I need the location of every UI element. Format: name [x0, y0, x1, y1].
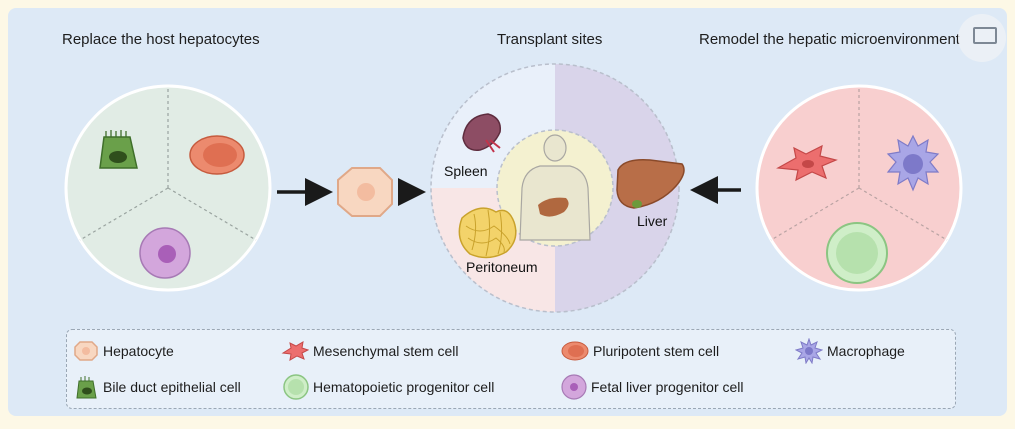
liver-icon — [616, 158, 685, 209]
legend-item-hepatocyte: Hepatocyte — [73, 340, 174, 362]
bile-duct-cell-icon — [99, 130, 138, 169]
body-liver-icon — [538, 197, 569, 217]
macrophage-icon — [795, 338, 823, 364]
hematopoietic-progenitor-icon — [283, 374, 309, 400]
macrophage-icon — [886, 134, 940, 192]
legend-item-mesenchymal: Mesenchymal stem cell — [281, 340, 459, 362]
diagram-canvas: Spleen Liver Peritoneum — [64, 63, 963, 313]
spleen-icon — [462, 113, 501, 153]
hematopoietic-progenitor-icon — [826, 222, 888, 284]
fetal-liver-progenitor-icon — [561, 374, 587, 400]
heading-remodel-microenvironment: Remodel the hepatic microenvironment — [699, 31, 960, 48]
legend-item-pluripotent: Pluripotent stem cell — [561, 340, 719, 362]
remodel-microenvironment-circle — [755, 84, 963, 292]
site-label-peritoneum: Peritoneum — [466, 259, 538, 275]
fetal-liver-progenitor-icon — [139, 227, 191, 279]
hepatocyte-icon — [337, 167, 393, 217]
legend-item-macrophage: Macrophage — [795, 338, 905, 364]
mesenchymal-stem-cell-icon — [281, 341, 309, 361]
peritoneum-icon — [458, 207, 517, 259]
pluripotent-stem-cell-icon — [189, 135, 245, 175]
hepatocyte-icon — [74, 341, 98, 361]
mesenchymal-stem-cell-icon — [776, 144, 838, 182]
expand-frame-icon[interactable] — [958, 14, 1006, 62]
heading-transplant-sites: Transplant sites — [497, 31, 603, 48]
legend-item-hematopoietic: Hematopoietic progenitor cell — [283, 374, 494, 400]
legend-item-fetal-liver: Fetal liver progenitor cell — [561, 374, 744, 400]
pluripotent-stem-cell-icon — [561, 341, 589, 361]
heading-replace-hepatocytes: Replace the host hepatocytes — [62, 31, 260, 48]
bile-duct-cell-icon — [76, 376, 97, 399]
site-label-liver: Liver — [637, 213, 668, 229]
legend-item-bile-duct: Bile duct epithelial cell — [73, 374, 241, 400]
site-label-spleen: Spleen — [444, 163, 488, 179]
legend: Hepatocyte Mesenchymal stem cell Pluripo… — [66, 329, 956, 409]
transplant-sites-circle: Spleen Liver Peritoneum — [430, 63, 685, 313]
